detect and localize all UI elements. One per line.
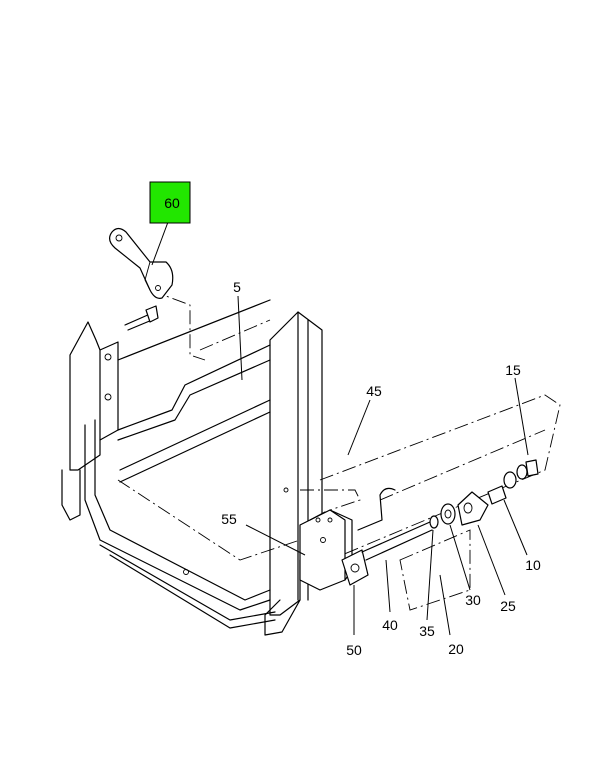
callout-25[interactable]: 25: [500, 598, 516, 614]
callout-5[interactable]: 5: [233, 279, 241, 295]
pivot-bracket-part-55: [299, 509, 353, 591]
cable-part-45: [357, 487, 396, 531]
callout-20[interactable]: 20: [448, 641, 464, 657]
bolt-part-10: [487, 471, 517, 505]
callout-50[interactable]: 50: [346, 642, 362, 658]
nut-part-50: [341, 549, 369, 586]
leader-lines: [151, 221, 529, 636]
callout-40[interactable]: 40: [382, 617, 398, 633]
callout-55[interactable]: 55: [221, 511, 237, 527]
callout-10[interactable]: 10: [525, 557, 541, 573]
bushing-part-25: [457, 491, 489, 526]
washer-part-30: [440, 503, 456, 525]
frame-crossmember: [117, 299, 271, 483]
bracket-part-60: [109, 227, 174, 299]
callout-15[interactable]: 15: [505, 362, 521, 378]
bolt-upper: [124, 305, 159, 331]
callout-45[interactable]: 45: [366, 383, 382, 399]
rod-part-40: [361, 521, 433, 561]
washer-part-35: [429, 515, 439, 529]
nut-part-15: [516, 459, 539, 480]
callout-60[interactable]: 60: [164, 195, 180, 211]
callout-35[interactable]: 35: [419, 623, 435, 639]
frame-rail-left: [61, 321, 276, 629]
callout-30[interactable]: 30: [465, 592, 481, 608]
callout-highlight-60[interactable]: [149, 181, 191, 224]
